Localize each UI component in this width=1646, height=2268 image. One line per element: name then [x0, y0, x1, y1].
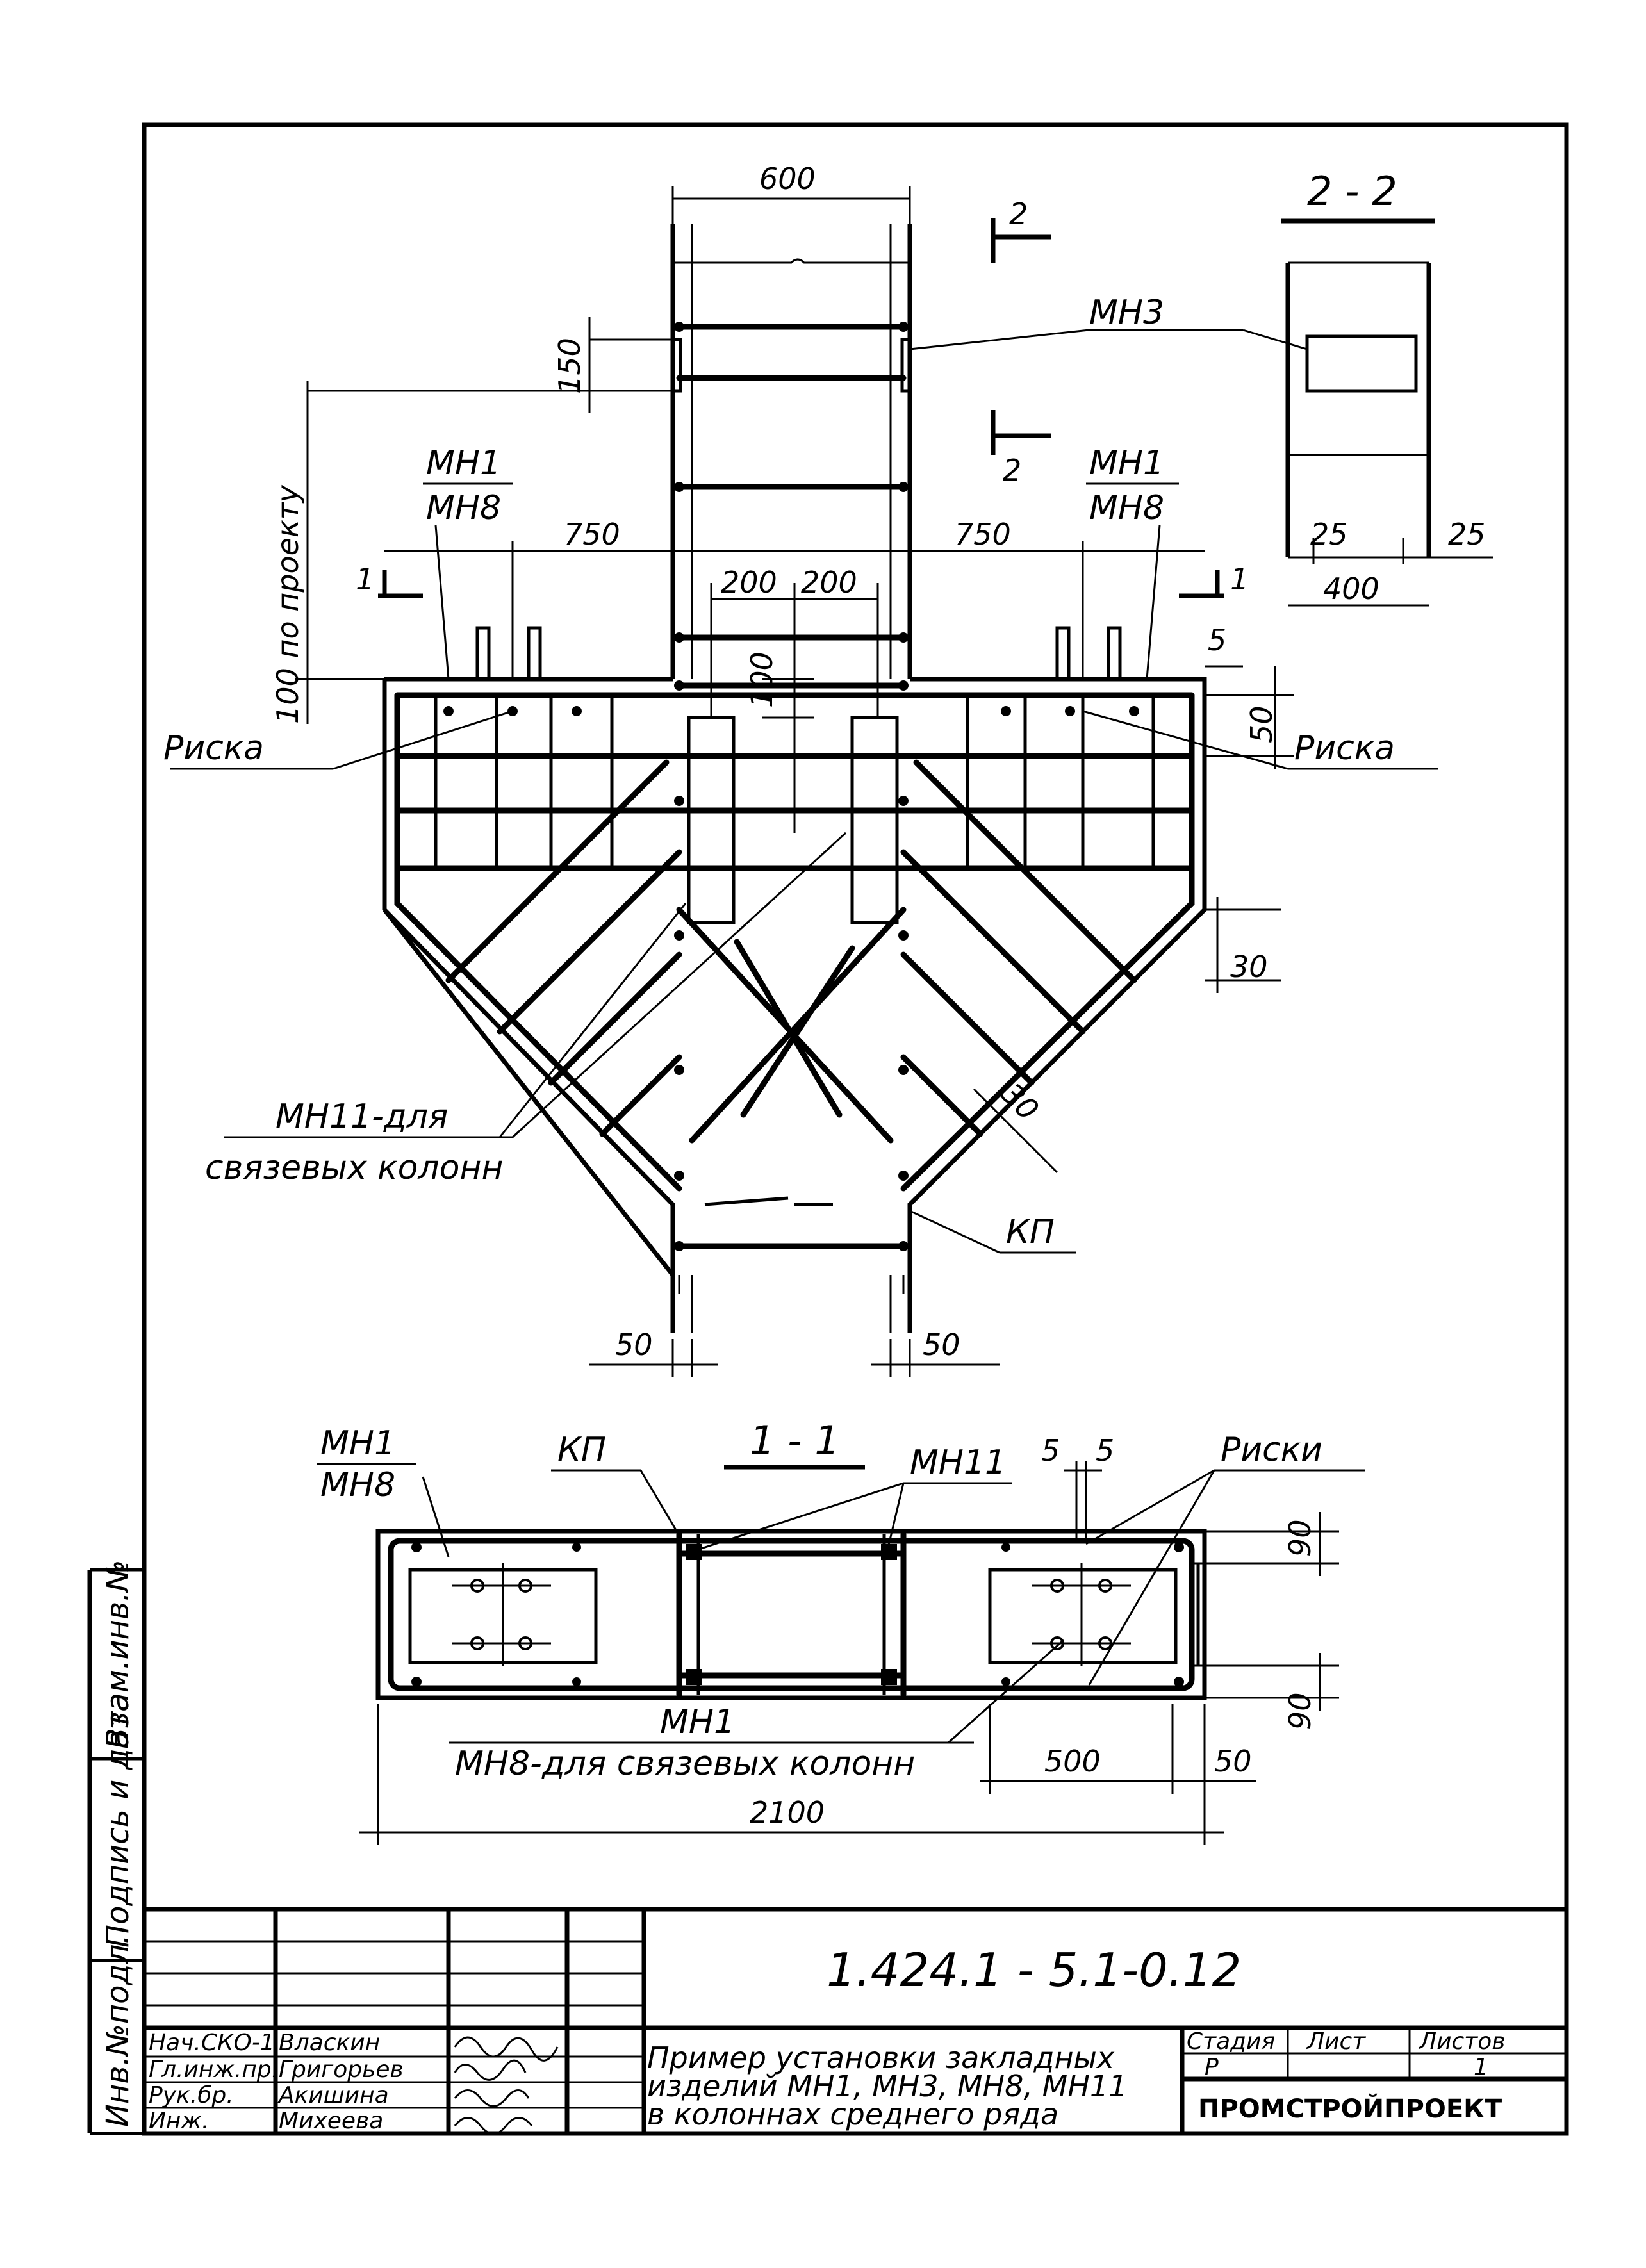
role-position-1: Нач.СКО-1 [149, 2030, 275, 2056]
section-2-2: 2 - 2 25 25 400 [1281, 168, 1493, 607]
s11-dim-5b: 5 [1096, 1433, 1114, 1468]
s11-dim-90-bottom: 90 [1283, 1692, 1317, 1730]
dim-600: 600 [759, 161, 816, 196]
side-stamp-vzam: Взам.инв.№ [100, 1560, 136, 1749]
signature-2 [454, 2059, 527, 2081]
role-name-2: Григорьев [279, 2057, 404, 2083]
dim-50-right: 50 [1244, 705, 1279, 743]
label-mn1-left: МН1 [426, 444, 501, 482]
s11-label-bottom-mn8: МН8-для связевых колонн [455, 1745, 915, 1783]
signature-3 [454, 2089, 530, 2107]
role-position-3: Рук.бр. [149, 2082, 234, 2108]
embedded-plate-mn11-left [687, 716, 736, 924]
dim-100-center: 100 [745, 652, 779, 708]
plate-mn1-right [988, 1568, 1178, 1664]
side-stamp-podpis: Подпись и дата [100, 1693, 136, 1948]
organization-name: ПРОМСТРОЙПРОЕКТ [1198, 2093, 1502, 2124]
s11-label-mn8: МН8 [320, 1466, 395, 1504]
dim-5: 5 [1208, 623, 1226, 657]
signature-4 [454, 2117, 533, 2135]
dim-30-top: 30 [1230, 949, 1268, 984]
label-riska-left: Риска [163, 729, 264, 768]
role-name-1: Власкин [279, 2030, 380, 2056]
s11-dim-50: 50 [1214, 1744, 1252, 1779]
description-line-3: в колоннах среднего ряда [647, 2097, 1058, 2132]
drawing-code: 1.424.1 - 5.1-0.12 [827, 1943, 1241, 1997]
main-elevation: 600 150 100 по проекту 750 750 200 200 1… [163, 161, 1438, 1377]
section-1-1-title: 1 - 1 [750, 1417, 840, 1464]
role-name-4: Михеева [279, 2108, 383, 2134]
section-mark-2-bottom: 2 [1003, 453, 1021, 488]
label-mn11-note-1: МН11-для [276, 1097, 448, 1136]
dim-100-po-proektu: 100 по проекту [270, 484, 305, 724]
label-mn1-right: МН1 [1089, 444, 1164, 482]
label-kp: КП [1006, 1213, 1055, 1251]
dim-750-right: 750 [955, 517, 1011, 552]
dim-30-diag: 30 [994, 1076, 1046, 1128]
sheet-header: Лист [1306, 2028, 1366, 2055]
s11-dim-90-top: 90 [1283, 1519, 1317, 1557]
s11-label-kp: КП [557, 1431, 606, 1469]
label-mn8-right: МН8 [1089, 489, 1164, 527]
label-mn8-left: МН8 [426, 489, 501, 527]
side-stamp-inv-podl: Инв.№подл. [100, 1934, 136, 2127]
section-2-2-title: 2 - 2 [1307, 168, 1397, 215]
s11-dim-2100: 2100 [750, 1795, 825, 1830]
dim-25-right: 25 [1448, 517, 1486, 552]
stage-header: Стадия [1187, 2028, 1275, 2055]
sheets-value: 1 [1474, 2054, 1488, 2080]
s11-label-mn11: МН11 [910, 1443, 1006, 1482]
section-mark-1-right: 1 [1230, 562, 1249, 596]
dim-50-bottom-left: 50 [615, 1327, 653, 1362]
label-mn3: МН3 [1089, 293, 1164, 332]
embedded-plate-mn11-right [850, 716, 899, 924]
dim-400: 400 [1323, 571, 1379, 606]
plate-mn3 [1305, 334, 1418, 393]
s11-dim-5a: 5 [1041, 1433, 1060, 1468]
description-line-1: Пример установки закладных [647, 2041, 1115, 2075]
dim-150: 150 [552, 338, 587, 394]
s11-label-riski: Риски [1221, 1431, 1322, 1469]
s11-dim-500: 500 [1044, 1744, 1101, 1779]
s11-label-bottom-mn1: МН1 [660, 1703, 735, 1741]
dim-25-left: 25 [1310, 517, 1348, 552]
label-mn11-note-2: связевых колонн [205, 1149, 503, 1187]
role-position-2: Гл.инж.пр. [149, 2057, 279, 2083]
signature-1 [454, 2036, 559, 2062]
title-block: 1.424.1 - 5.1-0.12 Пример установки закл… [144, 1907, 1567, 2135]
sheet-frame [142, 122, 1569, 2136]
stage-value: Р [1205, 2054, 1219, 2080]
s11-label-mn1: МН1 [320, 1424, 395, 1463]
section-mark-2-top: 2 [1009, 197, 1028, 231]
section-mark-1-left: 1 [356, 562, 374, 596]
dim-750-left: 750 [564, 517, 620, 552]
role-position-4: Инж. [149, 2108, 209, 2134]
section-1-1: 1 - 1 МН1 М [317, 1417, 1365, 1845]
description-line-2: изделий МН1, МН3, МН8, МН11 [647, 2069, 1127, 2103]
dim-200-left: 200 [721, 565, 777, 600]
sheets-header: Листов [1418, 2028, 1505, 2055]
dim-50-bottom-right: 50 [923, 1327, 960, 1362]
dim-200-right: 200 [801, 565, 857, 600]
role-name-3: Акишина [277, 2082, 389, 2108]
label-riska-right: Риска [1294, 729, 1395, 768]
